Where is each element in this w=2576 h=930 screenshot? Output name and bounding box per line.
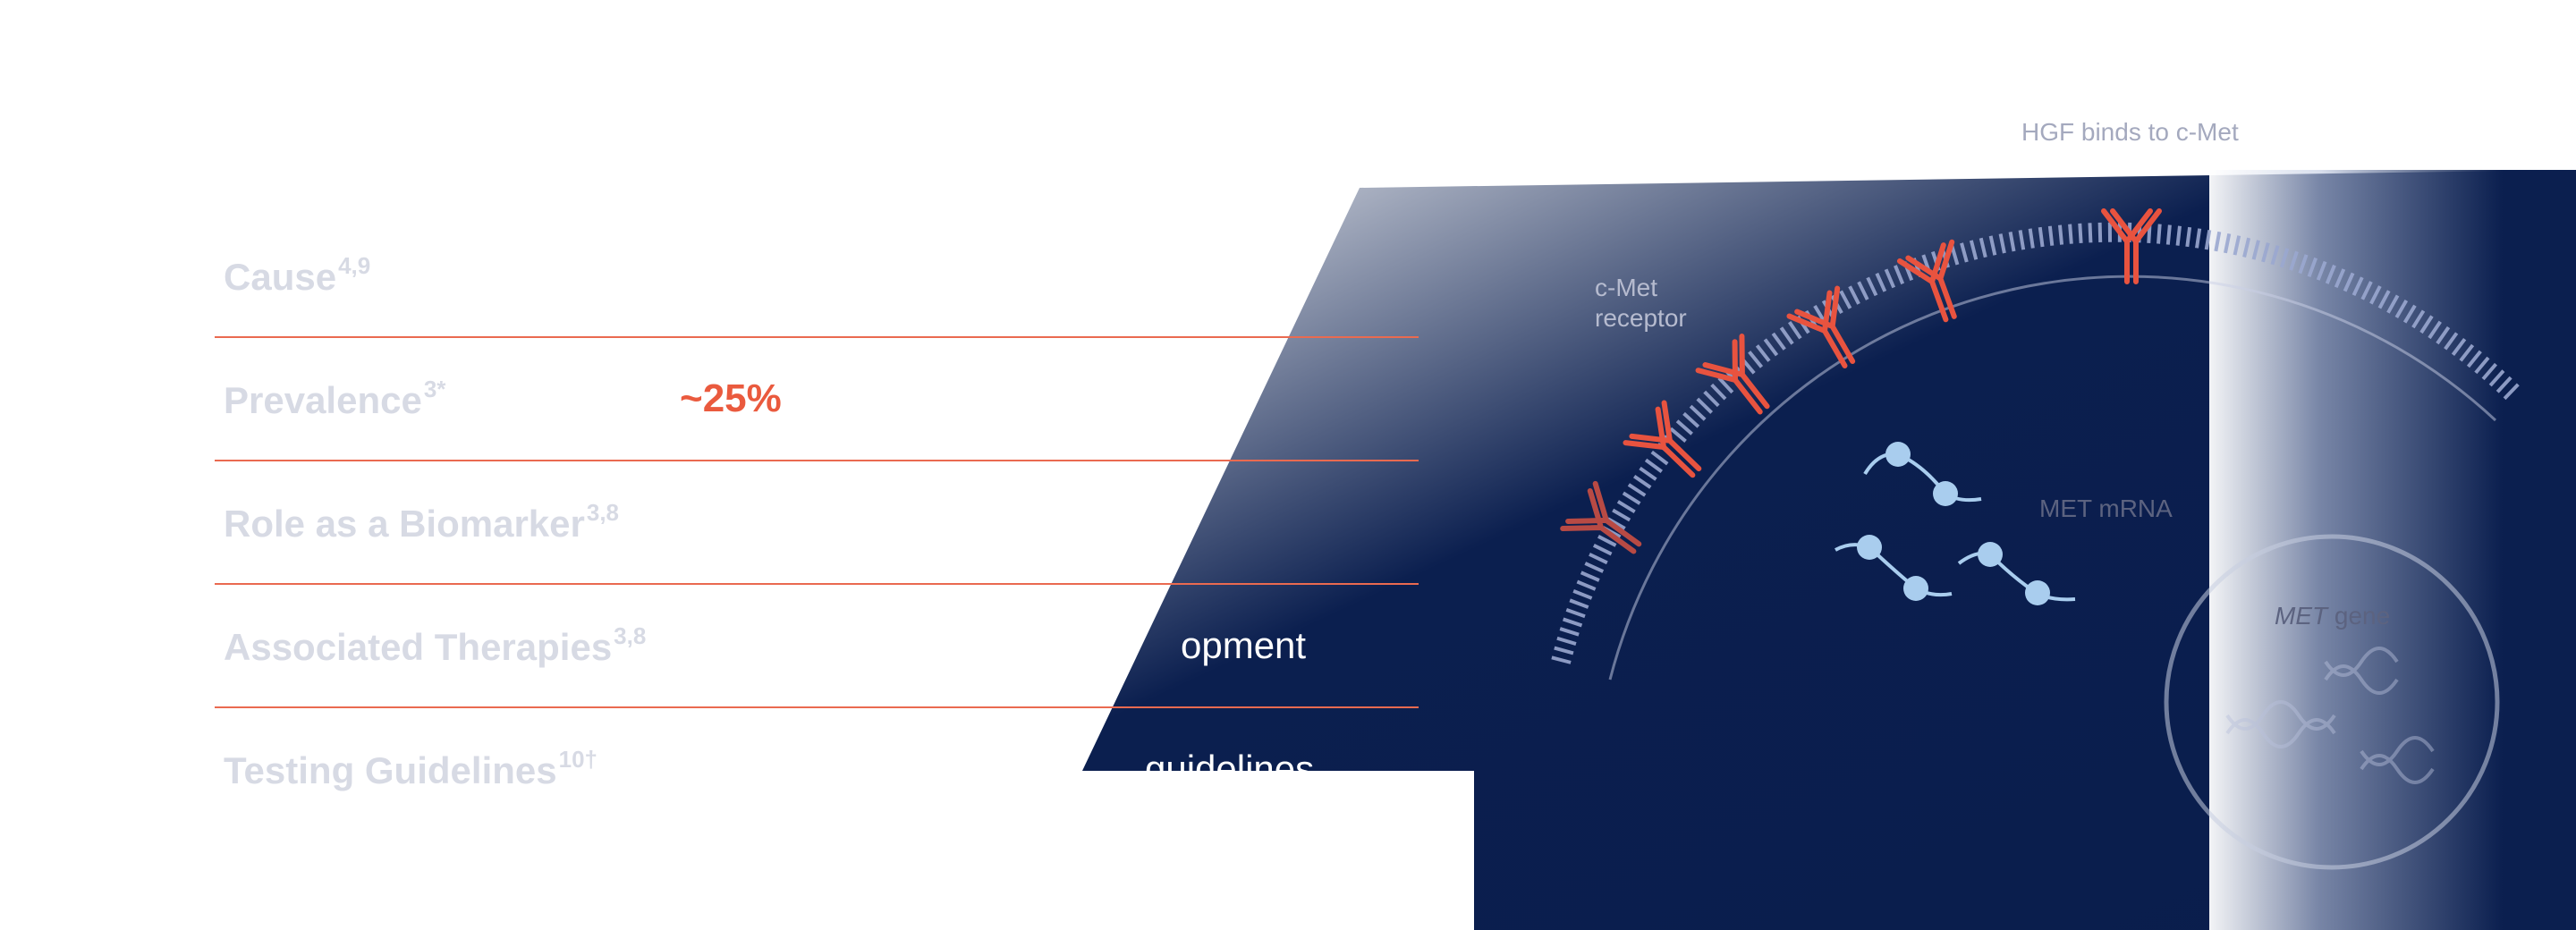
hgf-label: HGF binds to c-Met: [2021, 118, 2239, 146]
white-cutout-block: [1082, 771, 1474, 930]
row-value-testing: guidelines: [1145, 748, 1315, 790]
row-value-prevalence: ~25%: [680, 376, 782, 420]
row-label-therapies: Associated Therapies3,8: [224, 622, 647, 668]
row-label-biomarker: Role as a Biomarker3,8: [224, 499, 620, 545]
info-table: Cause4,9 Prevalence3* ~25% Role as a Bio…: [215, 215, 1419, 830]
row-label-cause: Cause4,9: [224, 252, 371, 298]
row-label-prevalence: Prevalence3*: [224, 376, 446, 421]
row-label-testing: Testing Guidelines10†: [224, 746, 597, 791]
table-row-biomarker: Role as a Biomarker3,8: [215, 461, 1419, 585]
table-row-prevalence: Prevalence3* ~25%: [215, 338, 1419, 461]
table-row-therapies: Associated Therapies3,8 opment: [215, 585, 1419, 708]
row-value-therapies: opment: [1181, 624, 1307, 666]
table-row-cause: Cause4,9: [215, 215, 1419, 338]
table-row-testing: Testing Guidelines10† guidelines: [215, 708, 1419, 830]
